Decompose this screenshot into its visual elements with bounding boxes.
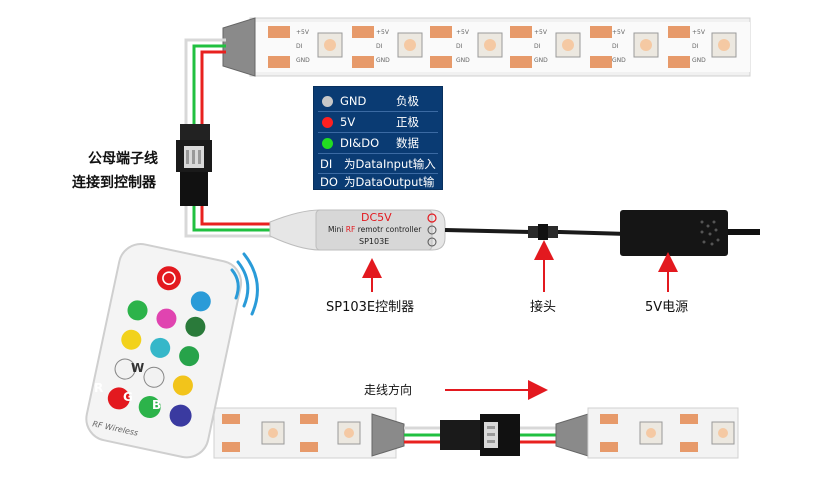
lower-wires [184, 206, 290, 238]
svg-text:+5V: +5V [534, 29, 548, 36]
top-led-strip: +5V DI GND +5V DI GND +5V DI GND +5V DI GND +5V D… [222, 17, 751, 77]
legend-note-do: DO 为DataOutput输出 [314, 172, 442, 209]
legend-di-abbr: DI [320, 157, 333, 171]
wire-legend: GND 负极 5V 正极 DI&DO 数据 DI 为DataInput输入 DO… [313, 86, 443, 209]
svg-text:+5V: +5V [456, 29, 470, 36]
svg-text:GND: GND [296, 57, 310, 64]
legend-5v-name: 5V [340, 115, 356, 129]
controller-voltage: DC5V [361, 211, 392, 224]
remote-button-w: W [131, 361, 145, 375]
legend-do-text: 为DataOutput输出 [344, 175, 435, 209]
controller-desc-pre: Mini [328, 225, 346, 234]
svg-text:DI: DI [456, 43, 463, 50]
svg-text:DI: DI [296, 43, 303, 50]
svg-text:DI: DI [534, 43, 541, 50]
controller-desc-rf: RF [345, 225, 356, 234]
joint-label: 接头 [530, 300, 557, 315]
controller-description: Mini RF remotr controller [328, 225, 421, 234]
svg-text:GND: GND [534, 57, 548, 64]
legend-gnd-name: GND [340, 94, 367, 108]
bottom-connector [404, 414, 558, 456]
gnd-color-dot [322, 96, 333, 107]
legend-note-di: DI 为DataInput输入 [314, 154, 442, 174]
data-color-dot [322, 138, 333, 149]
controller-body [269, 209, 446, 251]
svg-text:GND: GND [456, 57, 470, 64]
legend-5v-cn: 正极 [396, 115, 419, 129]
pointer-arrows [362, 240, 678, 292]
wireless-waves-icon [230, 252, 259, 316]
5v-color-dot [322, 117, 333, 128]
left-note-line1: 公母端子线 [88, 151, 158, 167]
svg-text:GND: GND [376, 57, 390, 64]
legend-data-name: DI&DO [340, 136, 380, 150]
svg-text:+5V: +5V [612, 29, 626, 36]
controller-model: SP103E [359, 237, 390, 246]
svg-text:+5V: +5V [692, 29, 706, 36]
bottom-led-strip-left [213, 407, 405, 459]
remote-button-b: B [152, 398, 162, 412]
power-label: 5V电源 [645, 300, 689, 315]
controller-desc-post: remotr controller [355, 225, 422, 234]
remote-button-r: R [94, 381, 104, 395]
controller-label: SP103E控制器 [326, 300, 415, 315]
legend-data-cn: 数据 [396, 136, 419, 150]
svg-text:DI: DI [612, 43, 619, 50]
legend-row-gnd: GND 负极 [314, 91, 442, 111]
svg-text:DI: DI [692, 43, 699, 50]
remote-button-g: G [123, 390, 133, 404]
svg-text:+5V: +5V [296, 29, 310, 36]
bottom-led-strip-right [555, 407, 739, 459]
power-cable [444, 210, 760, 256]
legend-row-5v: 5V 正极 [314, 112, 442, 132]
rf-remote [85, 243, 243, 459]
legend-di-text: 为DataInput输入 [344, 157, 436, 171]
svg-text:GND: GND [612, 57, 626, 64]
legend-row-data: DI&DO 数据 [314, 133, 442, 153]
left-note-line2: 连接到控制器 [72, 175, 156, 191]
legend-gnd-cn: 负极 [396, 94, 419, 108]
legend-do-abbr: DO [320, 175, 338, 189]
jst-connector [176, 124, 212, 206]
svg-text:DI: DI [376, 43, 383, 50]
top-wires [184, 38, 226, 128]
direction-label: 走线方向 [364, 383, 413, 397]
svg-text:GND: GND [692, 57, 706, 64]
svg-text:+5V: +5V [376, 29, 390, 36]
